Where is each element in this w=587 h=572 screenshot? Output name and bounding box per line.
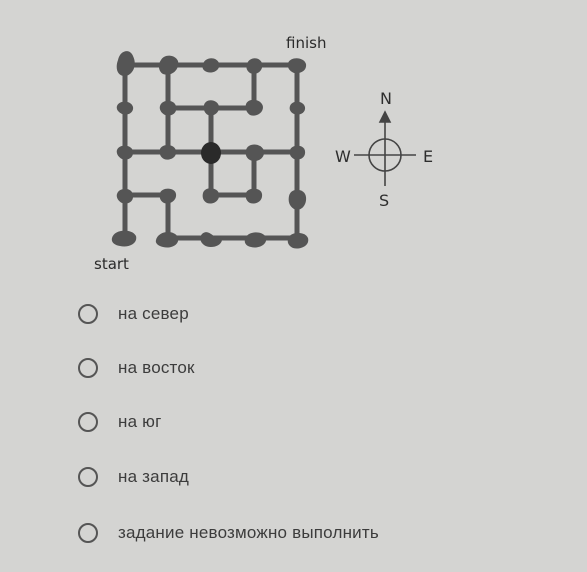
option-label: на запад — [118, 467, 189, 486]
maze-node — [245, 99, 263, 116]
maze-svg — [111, 51, 416, 249]
compass-east-label: E — [423, 147, 434, 166]
maze-node — [203, 100, 220, 116]
option-impossible[interactable]: задание невозможно выполнить — [78, 518, 379, 548]
option-east[interactable]: на восток — [78, 353, 195, 383]
radio-button[interactable] — [78, 358, 98, 378]
maze-node — [244, 232, 267, 248]
maze-node — [116, 145, 134, 160]
start-label: start — [94, 255, 129, 273]
maze-node — [116, 51, 135, 77]
maze-node — [289, 101, 306, 115]
option-label: на юг — [118, 412, 162, 431]
finish-label: finish — [286, 34, 327, 52]
highlighted-node — [201, 142, 221, 164]
maze-node — [200, 232, 223, 248]
maze-node — [159, 145, 177, 160]
option-label: на восток — [118, 358, 195, 377]
maze-node — [288, 189, 307, 210]
maze-node — [287, 58, 307, 74]
maze-node — [246, 58, 263, 74]
maze-node — [116, 188, 134, 204]
option-label: на север — [118, 304, 189, 323]
maze-node — [159, 100, 177, 116]
compass-west-label: W — [335, 147, 351, 166]
maze-nodes — [111, 51, 309, 249]
radio-button[interactable] — [78, 304, 98, 324]
compass-south-label: S — [379, 191, 390, 210]
option-west[interactable]: на запад — [78, 462, 189, 492]
north-arrow-icon — [378, 110, 392, 123]
maze-node — [158, 55, 179, 75]
maze-node — [202, 58, 220, 73]
maze-node — [111, 230, 137, 247]
radio-button[interactable] — [78, 523, 98, 543]
option-label: задание невозможно выполнить — [118, 523, 379, 542]
compass-north-label: N — [380, 89, 392, 108]
maze-node — [245, 188, 263, 204]
compass-rose — [354, 110, 416, 186]
maze-node — [289, 145, 306, 160]
maze-node — [202, 188, 220, 204]
option-north[interactable]: на север — [78, 299, 189, 329]
maze-node — [245, 144, 265, 161]
maze-node — [287, 232, 309, 249]
maze-node — [116, 101, 134, 115]
radio-button[interactable] — [78, 412, 98, 432]
maze-figure: finish start N W E S — [94, 34, 434, 273]
maze-node — [159, 188, 177, 204]
maze-node — [155, 231, 179, 248]
radio-button[interactable] — [78, 467, 98, 487]
option-south[interactable]: на юг — [78, 407, 162, 437]
